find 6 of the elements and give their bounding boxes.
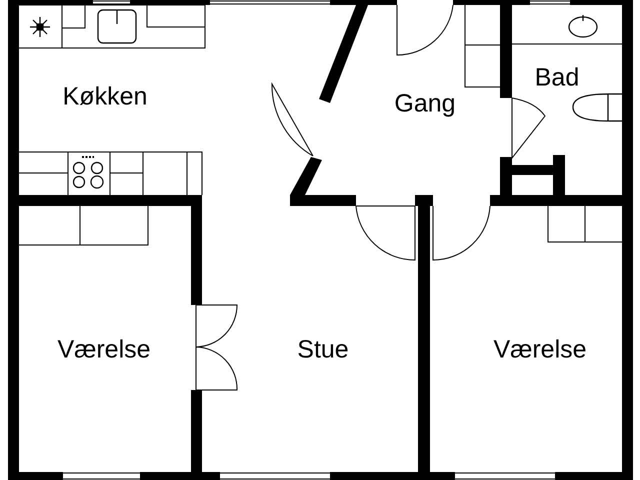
room-label: Stue (297, 338, 349, 362)
room-label: Bad (534, 66, 580, 90)
room-label: Gang (394, 92, 456, 116)
room-label: Værelse (493, 338, 587, 362)
room-label: Værelse (57, 338, 151, 362)
room-label: Køkken (62, 84, 148, 110)
